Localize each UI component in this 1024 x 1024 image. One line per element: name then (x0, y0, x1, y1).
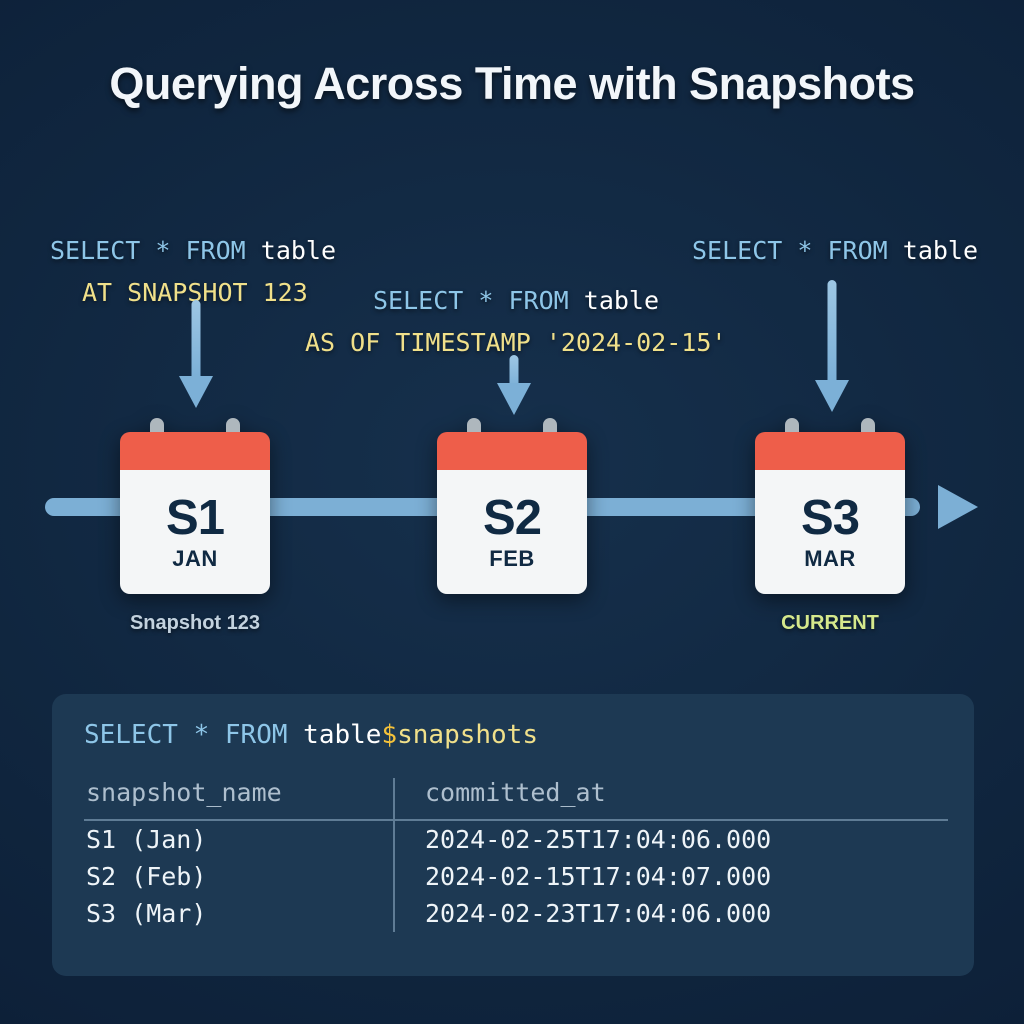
cell-snapshot-name: S2 (Feb) (86, 862, 207, 891)
snapshot-caption-s3: CURRENT (781, 612, 879, 634)
snapshots-table: snapshot_name committed_at S1 (Jan) 2024… (84, 778, 948, 958)
sql-keyword-select: SELECT (373, 286, 464, 315)
sql-keyword-from: FROM (827, 236, 888, 265)
sql-star: * (478, 286, 494, 315)
annotation-line-1: SELECT * FROM table (692, 230, 978, 272)
sql-star: * (193, 720, 210, 750)
sql-star: * (155, 236, 171, 265)
snapshot-code: S1 (166, 491, 225, 545)
calendar-body: S2 FEB (437, 470, 587, 594)
sql-table-name: table (260, 236, 337, 265)
arrow-head (497, 383, 531, 415)
calendar-icon-s1: S1 JAN (120, 418, 270, 594)
snapshot-month: JAN (172, 546, 218, 571)
metadata-panel: SELECT * FROM table$snapshots snapshot_n… (52, 694, 974, 976)
cell-snapshot-name: S3 (Mar) (86, 899, 207, 928)
table-row: S2 (Feb) 2024-02-15T17:04:07.000 (84, 858, 948, 895)
sql-keyword-select: SELECT (692, 236, 783, 265)
annotation-snapshot-query: SELECT * FROM table AT SNAPSHOT 123 (50, 230, 336, 314)
calendar-body: S1 JAN (120, 470, 270, 594)
calendar-icon-s2: S2 FEB (437, 418, 587, 594)
arrow-head (179, 376, 213, 408)
sql-table-name: table (303, 720, 382, 750)
annotation-line-1: SELECT * FROM table (50, 230, 336, 272)
annotation-line-2: AS OF TIMESTAMP '2024-02-15' (305, 328, 727, 357)
sql-keyword-from: FROM (224, 720, 288, 750)
down-arrow-icon (815, 280, 849, 415)
arrow-shaft (827, 280, 837, 386)
annotation-line-1: SELECT * FROM table (305, 280, 726, 322)
table-row: S3 (Mar) 2024-02-23T17:04:06.000 (84, 895, 948, 932)
snapshot-code: S2 (483, 491, 542, 545)
sql-star: * (797, 236, 813, 265)
calendar-header-band (120, 432, 270, 470)
calendar-icon-s3: S3 MAR (755, 418, 905, 594)
annotation-current-query: SELECT * FROM table (692, 230, 978, 272)
calendar-header-band (755, 432, 905, 470)
timeline-arrow-icon (938, 485, 978, 529)
table-header-row: snapshot_name committed_at (84, 778, 948, 821)
column-header-committed-at: committed_at (393, 778, 948, 821)
column-header-snapshot-name: snapshot_name (84, 778, 394, 821)
arrow-shaft (509, 355, 519, 389)
sql-keyword-select: SELECT (84, 720, 178, 750)
table-row: S1 (Jan) 2024-02-25T17:04:06.000 (84, 820, 948, 858)
sql-table-name: table (583, 286, 660, 315)
cell-committed-at: 2024-02-25T17:04:06.000 (393, 820, 948, 858)
annotation-timestamp-query: SELECT * FROM table AS OF TIMESTAMP '202… (305, 280, 726, 364)
sql-dollar-sign: $ (381, 720, 398, 750)
snapshot-code: S3 (801, 491, 860, 545)
page-title: Querying Across Time with Snapshots (109, 58, 915, 109)
calendar-body: S3 MAR (755, 470, 905, 594)
cell-committed-at: 2024-02-23T17:04:06.000 (393, 895, 948, 932)
sql-keyword-from: FROM (508, 286, 569, 315)
panel-query-text: SELECT * FROM table$snapshots (84, 720, 538, 750)
arrow-shaft (191, 300, 201, 382)
sql-keyword-select: SELECT (50, 236, 141, 265)
cell-snapshot-name: S1 (Jan) (86, 825, 207, 854)
down-arrow-icon (179, 300, 213, 410)
cell-committed-at: 2024-02-15T17:04:07.000 (393, 858, 948, 895)
snapshot-caption-s1: Snapshot 123 (129, 612, 261, 634)
calendar-header-band (437, 432, 587, 470)
sql-keyword-from: FROM (185, 236, 246, 265)
sql-table-name: table (902, 236, 979, 265)
arrow-head (815, 380, 849, 412)
sql-metadata-table: snapshots (397, 720, 538, 750)
snapshot-month: FEB (489, 546, 535, 571)
down-arrow-icon (497, 355, 531, 415)
snapshot-month: MAR (804, 546, 856, 571)
